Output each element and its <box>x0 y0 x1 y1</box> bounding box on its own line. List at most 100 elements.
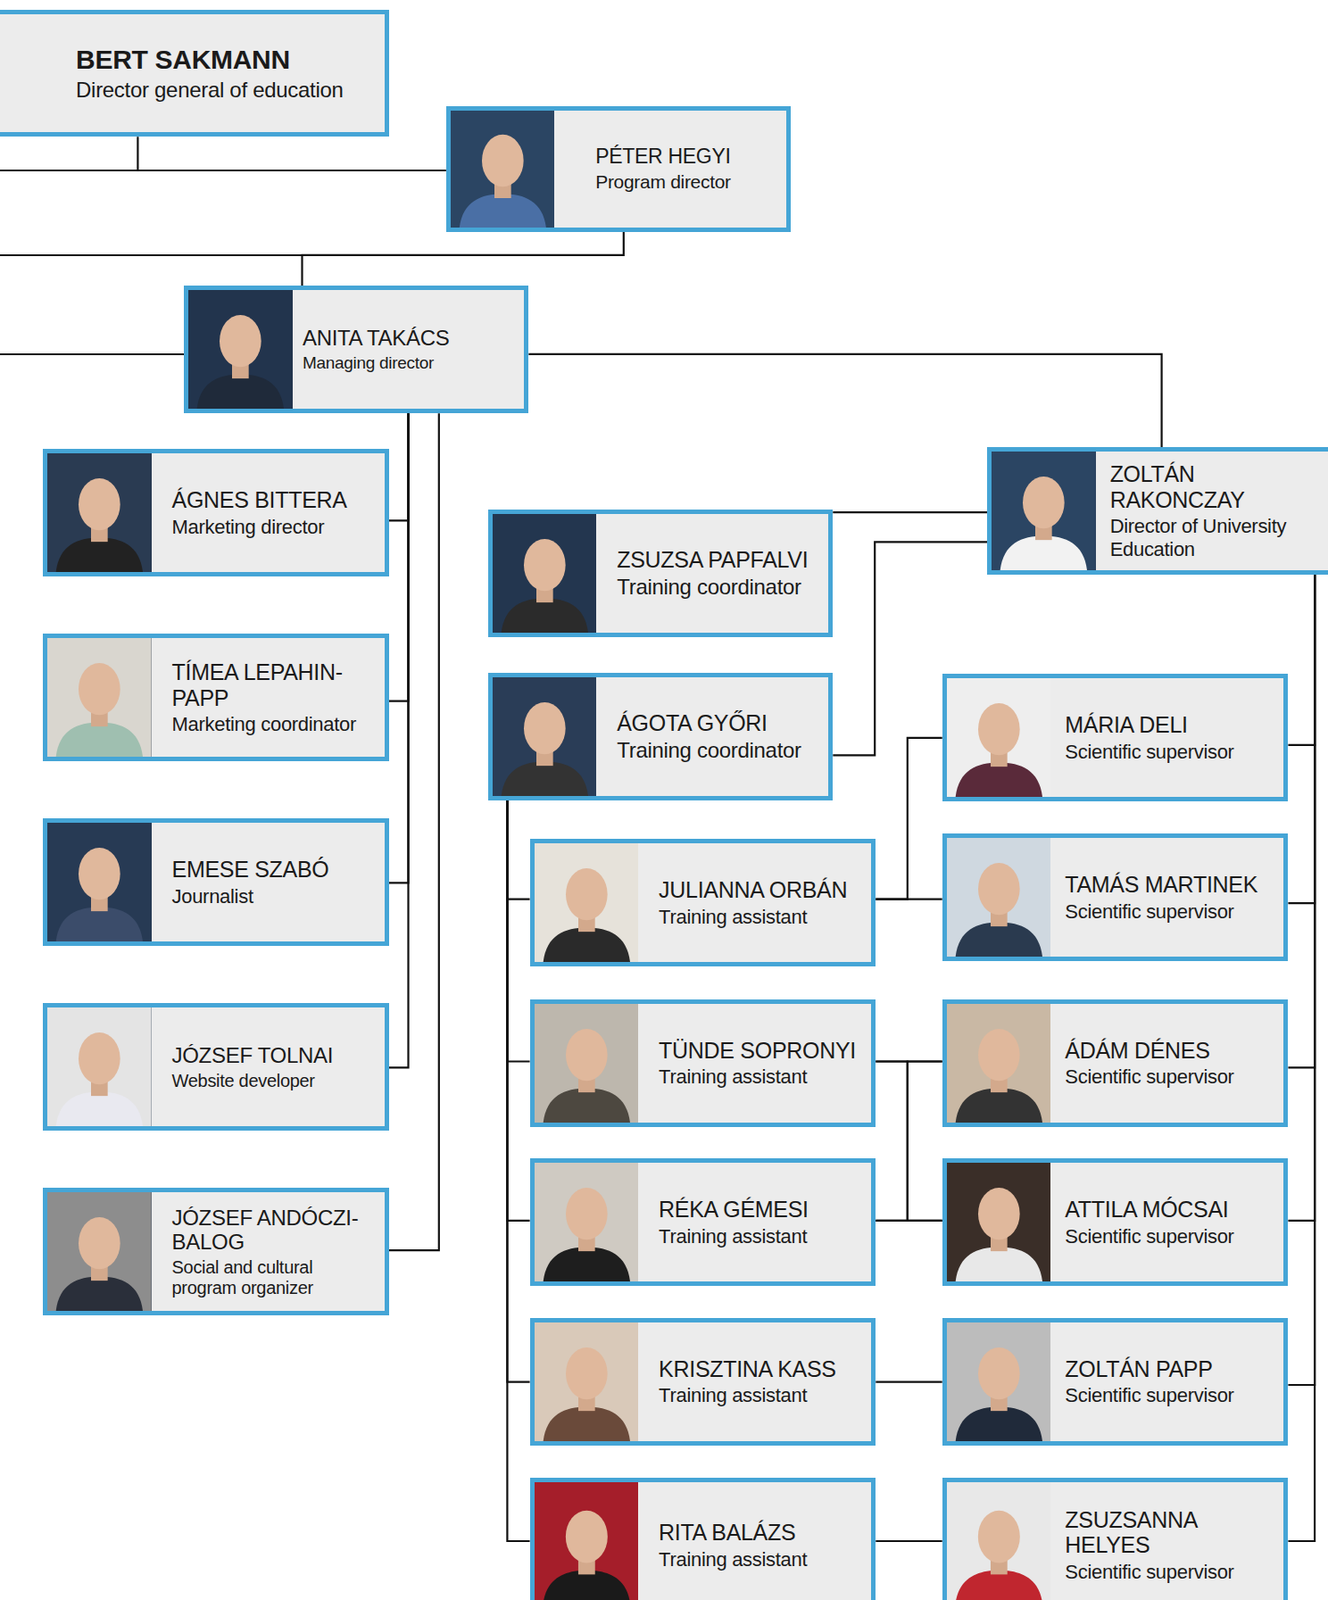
person-name: ZSUZSA PAPFALVI <box>616 547 822 573</box>
text-block: ÁGNES BITTERAMarketing director <box>151 453 385 573</box>
job-title: Training assistant <box>658 905 864 929</box>
reporting-line <box>506 800 530 1383</box>
text-block: KRISZTINA KASSTraining assistant <box>638 1322 872 1442</box>
job-title: Program director <box>595 171 780 193</box>
person-box: BERT SAKMANNDirector general of educatio… <box>0 9 390 137</box>
job-title: Website developer <box>172 1070 378 1092</box>
job-title: Training assistant <box>658 1065 864 1088</box>
reporting-line <box>1287 574 1315 1386</box>
text-block: PÉTER HEGYI Program director <box>554 110 787 228</box>
person-name: ATTILA MÓCSAI <box>1064 1196 1277 1223</box>
person-box: ÁGNES BITTERAMarketing director <box>42 448 390 577</box>
job-title: Scientific supervisor <box>1064 740 1277 764</box>
job-title: Scientific supervisor <box>1064 900 1277 923</box>
text-block: JÓZSEF ANDÓCZI-BALOGSocial and cultural … <box>151 1192 385 1312</box>
text-block: RÉKA GÉMESITraining assistant <box>638 1162 872 1282</box>
person-box: EMESE SZABÓJournalist <box>42 818 390 947</box>
reporting-line <box>1287 574 1315 1542</box>
portrait-photo <box>534 1162 640 1282</box>
portrait-photo <box>946 838 1052 957</box>
job-title: Director general of education <box>75 77 378 103</box>
text-block: ÁDÁM DÉNESScientific supervisor <box>1050 1004 1284 1123</box>
person-name: ZOLTÁN RAKONCZAY <box>1110 461 1323 514</box>
reporting-line <box>1287 574 1315 1068</box>
portrait-photo <box>47 638 152 757</box>
person-name: PÉTER HEGYI <box>595 144 780 168</box>
portrait-photo <box>450 110 556 228</box>
person-name: TÍMEA LEPAHIN-PAPP <box>172 659 378 712</box>
text-block: TAMÁS MARTINEKScientific supervisor <box>1050 838 1284 957</box>
reporting-line <box>389 413 409 521</box>
person-name: ÁDÁM DÉNES <box>1064 1037 1277 1064</box>
reporting-line <box>875 1220 942 1222</box>
reporting-line <box>875 1380 942 1383</box>
job-title: Journalist <box>172 885 378 908</box>
person-box: ZSUZSANNA HELYESScientific supervisor <box>942 1477 1289 1600</box>
job-title: Training assistant <box>658 1384 864 1407</box>
reporting-line <box>875 1062 942 1221</box>
job-title: Scientific supervisor <box>1064 1384 1277 1407</box>
portrait-photo <box>534 1482 640 1600</box>
reporting-line <box>528 354 1162 448</box>
person-name: KRISZTINA KASS <box>658 1356 864 1383</box>
person-box: ATTILA MÓCSAIScientific supervisor <box>942 1158 1289 1287</box>
text-block: RITA BALÁZSTraining assistant <box>638 1482 872 1600</box>
person-name: ÁGNES BITTERA <box>172 487 378 514</box>
person-name: ÁGOTA GYŐRI <box>616 710 822 737</box>
job-title: Managing director <box>302 353 518 374</box>
portrait-photo <box>534 1322 640 1442</box>
text-block: TÜNDE SOPRONYITraining assistant <box>638 1004 872 1123</box>
person-box: TÜNDE SOPRONYITraining assistant <box>530 999 877 1128</box>
stub-line <box>0 353 184 356</box>
reporting-line <box>506 800 530 1063</box>
portrait-photo <box>946 1004 1052 1123</box>
person-box: TAMÁS MARTINEKScientific supervisor <box>942 833 1289 962</box>
job-title: Scientific supervisor <box>1064 1560 1277 1584</box>
text-block: ZSUZSA PAPFALVITraining coordinator <box>596 514 829 633</box>
portrait-photo <box>946 1322 1052 1442</box>
portrait-photo <box>47 1192 152 1312</box>
text-block: ÁGOTA GYŐRITraining coordinator <box>596 677 829 797</box>
portrait-photo <box>492 677 598 797</box>
reporting-line <box>832 511 988 514</box>
person-box: ÁGOTA GYŐRITraining coordinator <box>488 672 834 801</box>
reporting-line <box>1287 574 1315 1221</box>
portrait-photo <box>946 678 1052 797</box>
reporting-line <box>875 738 942 900</box>
stub-line <box>0 254 303 257</box>
reporting-line <box>875 1540 942 1543</box>
person-box: ÁDÁM DÉNESScientific supervisor <box>942 999 1289 1128</box>
job-title: Marketing coordinator <box>172 713 378 736</box>
reporting-line <box>389 413 409 702</box>
person-box: ZOLTÁN RAKONCZAYDirector of University E… <box>987 447 1328 575</box>
job-title: Training coordinator <box>616 574 822 600</box>
text-block: EMESE SZABÓJournalist <box>151 822 385 942</box>
text-block: ZOLTÁN PAPPScientific supervisor <box>1050 1322 1284 1442</box>
person-name: JÓZSEF TOLNAI <box>172 1043 378 1069</box>
person-name: ANITA TAKÁCS <box>302 325 518 351</box>
job-title: Training coordinator <box>616 738 822 764</box>
reporting-line <box>389 413 409 883</box>
portrait-photo <box>492 514 598 633</box>
portrait-photo <box>991 451 1096 571</box>
portrait-photo <box>47 453 152 573</box>
job-title: Training assistant <box>658 1548 864 1571</box>
person-name: ZOLTÁN PAPP <box>1064 1356 1277 1383</box>
person-name: ZSUZSANNA HELYES <box>1064 1507 1277 1560</box>
person-name: TAMÁS MARTINEK <box>1064 871 1277 898</box>
reporting-line <box>506 800 530 900</box>
person-box: ZOLTÁN PAPPScientific supervisor <box>942 1318 1289 1446</box>
reporting-line <box>506 800 530 1542</box>
reporting-line <box>1287 574 1315 904</box>
reporting-line <box>302 232 624 287</box>
person-box: RITA BALÁZSTraining assistant <box>530 1477 877 1600</box>
portrait-photo <box>47 822 152 942</box>
person-name: RÉKA GÉMESI <box>658 1196 864 1223</box>
stub-line <box>0 169 138 172</box>
person-box: TÍMEA LEPAHIN-PAPPMarketing coordinator <box>42 633 390 762</box>
job-title: Marketing director <box>172 515 378 539</box>
reporting-line <box>1287 574 1315 746</box>
reporting-line <box>875 1062 942 1221</box>
person-box: ANITA TAKÁCSManaging director <box>183 285 530 414</box>
